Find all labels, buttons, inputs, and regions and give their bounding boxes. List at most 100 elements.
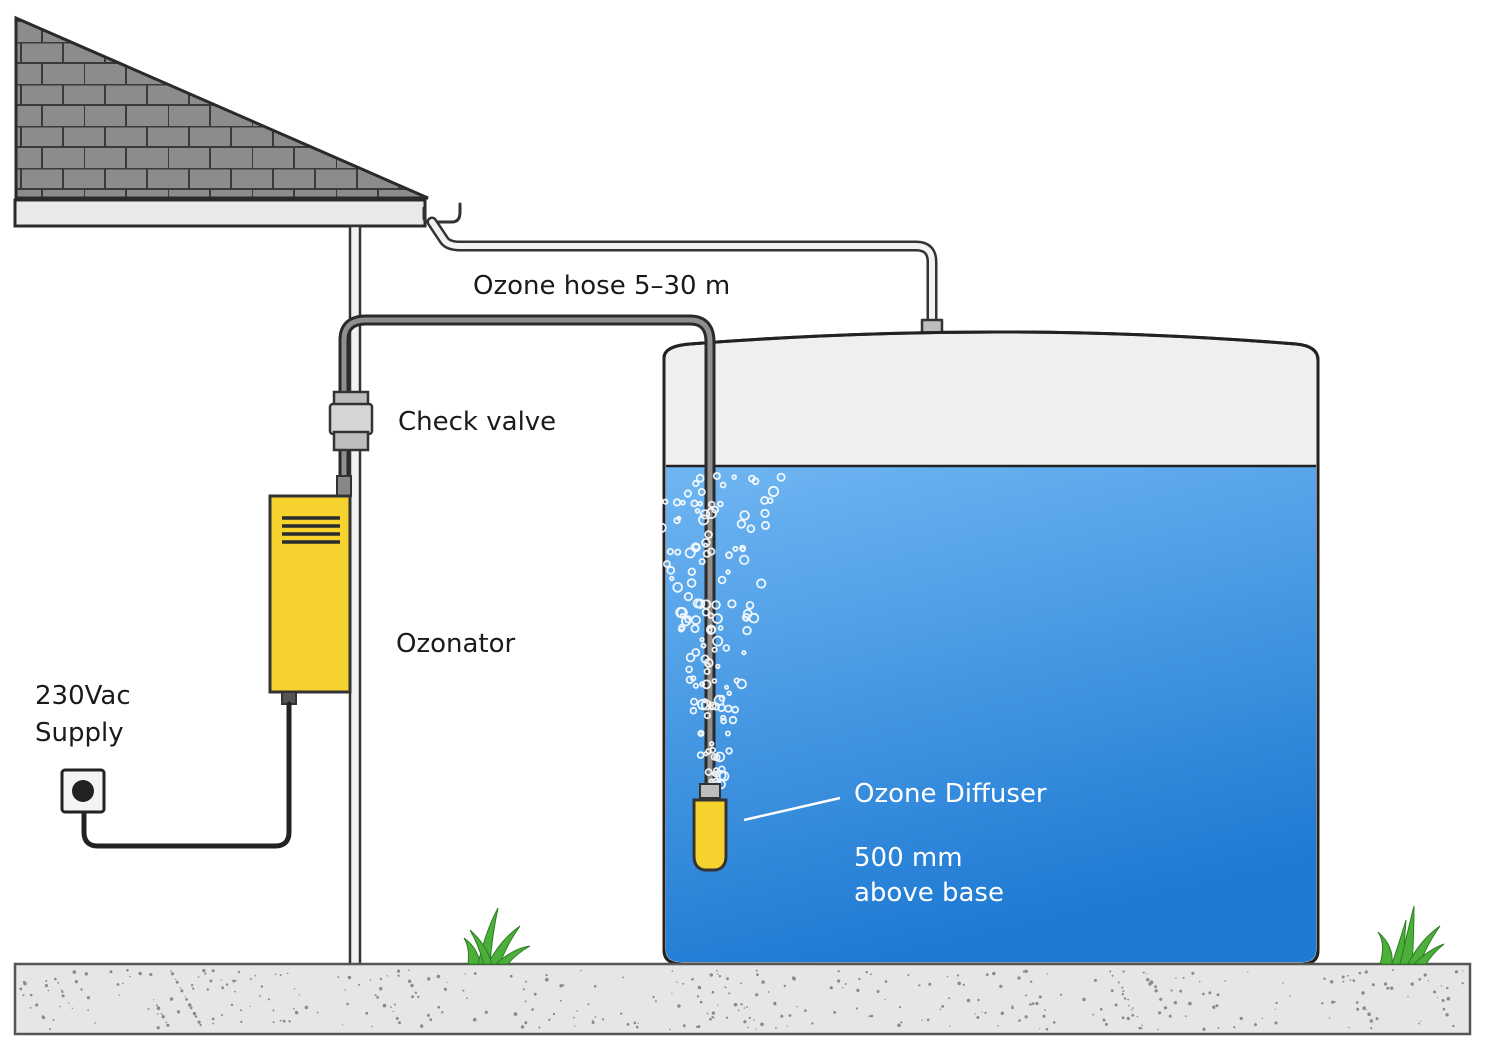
ground-speckle (1159, 997, 1163, 1001)
ground-speckle (788, 1014, 792, 1017)
ground-speckle (414, 991, 418, 994)
ground-speckle (221, 986, 225, 990)
bubble (732, 545, 739, 552)
ground-speckle (1247, 971, 1249, 973)
ground-speckle (1331, 1000, 1335, 1004)
ground-speckle (1461, 982, 1464, 985)
bubble (696, 751, 705, 759)
ground-speckle (1053, 1021, 1056, 1024)
ground-speckle (472, 1017, 477, 1022)
ground-speckle (1111, 974, 1114, 977)
ground-speckle (184, 995, 186, 998)
ground-speckle (1358, 971, 1362, 975)
ground-speckle (165, 1021, 168, 1024)
bubble (683, 591, 694, 602)
ground-speckle (1182, 976, 1185, 979)
diffuser-height-line1: 500 mm (854, 843, 963, 873)
ground-speckle (1042, 1014, 1046, 1018)
ground-speckle (176, 1010, 181, 1014)
ground-speckle (842, 986, 844, 989)
ground-speckle (587, 1003, 590, 1006)
ground-speckle (743, 1020, 747, 1024)
house-roof (13, 15, 429, 228)
bubble (739, 544, 747, 552)
ground-speckle (1038, 995, 1042, 999)
bubble (724, 684, 730, 690)
ground-speckle (897, 1023, 901, 1028)
ground-speckle (755, 969, 758, 972)
power-cable (60, 701, 292, 849)
ground-speckle (524, 1000, 527, 1003)
ground-speckle (1102, 1018, 1106, 1022)
ground-speckle (1282, 982, 1284, 984)
ground-speckle (1446, 986, 1449, 990)
ground-speckle (1123, 997, 1127, 1000)
bubble (760, 508, 770, 518)
bubble (700, 642, 707, 649)
ground-speckle (939, 1008, 942, 1011)
ground-speckle (1462, 970, 1464, 972)
ground-speckle (232, 979, 236, 983)
ground-speckle (524, 1021, 528, 1025)
bubble (672, 582, 683, 593)
ground-speckle (1030, 980, 1033, 983)
ground-speckle (559, 999, 562, 1002)
supply-label-line2: Supply (35, 718, 124, 748)
ground-speckle (175, 978, 177, 981)
ground-speckle (999, 984, 1003, 989)
bubble (702, 549, 712, 558)
ground-speckle (1157, 1028, 1159, 1031)
ground-speckle (755, 1028, 757, 1030)
diffuser-label: Ozone Diffuser (854, 779, 1047, 809)
ground-speckle (1441, 999, 1445, 1002)
bubble (662, 498, 669, 505)
ground-speckle (397, 974, 400, 977)
ground-speckle (42, 1016, 46, 1020)
ground-speckle (717, 973, 719, 975)
ground-speckle (1060, 993, 1063, 996)
ground-speckle (175, 980, 179, 984)
ground-speckle (1371, 983, 1375, 987)
bubble (746, 524, 756, 533)
ground-speckle (1138, 1026, 1142, 1030)
ground-speckle (737, 1009, 740, 1012)
ground-speckle (436, 974, 441, 979)
ground-speckle (443, 987, 447, 991)
ground-speckle (225, 983, 229, 986)
ground-speckle (533, 992, 537, 996)
ground-speckle (267, 998, 270, 1001)
ground-speckle (1366, 1009, 1368, 1011)
ground-speckle (407, 979, 412, 983)
bubble (725, 569, 731, 575)
ground-speckle (1170, 989, 1173, 992)
ground-speckle (725, 1016, 729, 1019)
ground-speckle (1261, 1017, 1264, 1020)
ground-speckle (147, 1007, 150, 1010)
ground-speckle (346, 1002, 349, 1006)
ground-speckle (161, 1015, 165, 1019)
diffuser-leader-line (743, 796, 841, 822)
ground-speckle (190, 1006, 193, 1010)
bubble (717, 625, 724, 631)
ground-speckle (918, 984, 921, 987)
ground-speckle (169, 997, 174, 1001)
ground-speckle (202, 969, 206, 973)
bubble (703, 711, 712, 720)
ground-speckle (54, 977, 57, 981)
ground-speckle (374, 994, 377, 997)
ground-speckle (29, 1007, 32, 1009)
ground-speckle (22, 994, 25, 997)
ground-speckle (1334, 1001, 1336, 1003)
bubble (714, 751, 726, 763)
ground-speckle (1104, 1022, 1108, 1026)
bubble (678, 623, 686, 632)
ground-speckle (740, 1003, 743, 1006)
ground-speckle (1039, 1028, 1041, 1030)
bubble (711, 505, 720, 514)
bubble (766, 497, 774, 505)
ground-speckle (811, 1022, 814, 1025)
ground-speckle (237, 970, 241, 974)
ground-speckle (386, 975, 388, 977)
ground-speckle (755, 993, 759, 997)
ground-speckle (574, 1025, 576, 1027)
